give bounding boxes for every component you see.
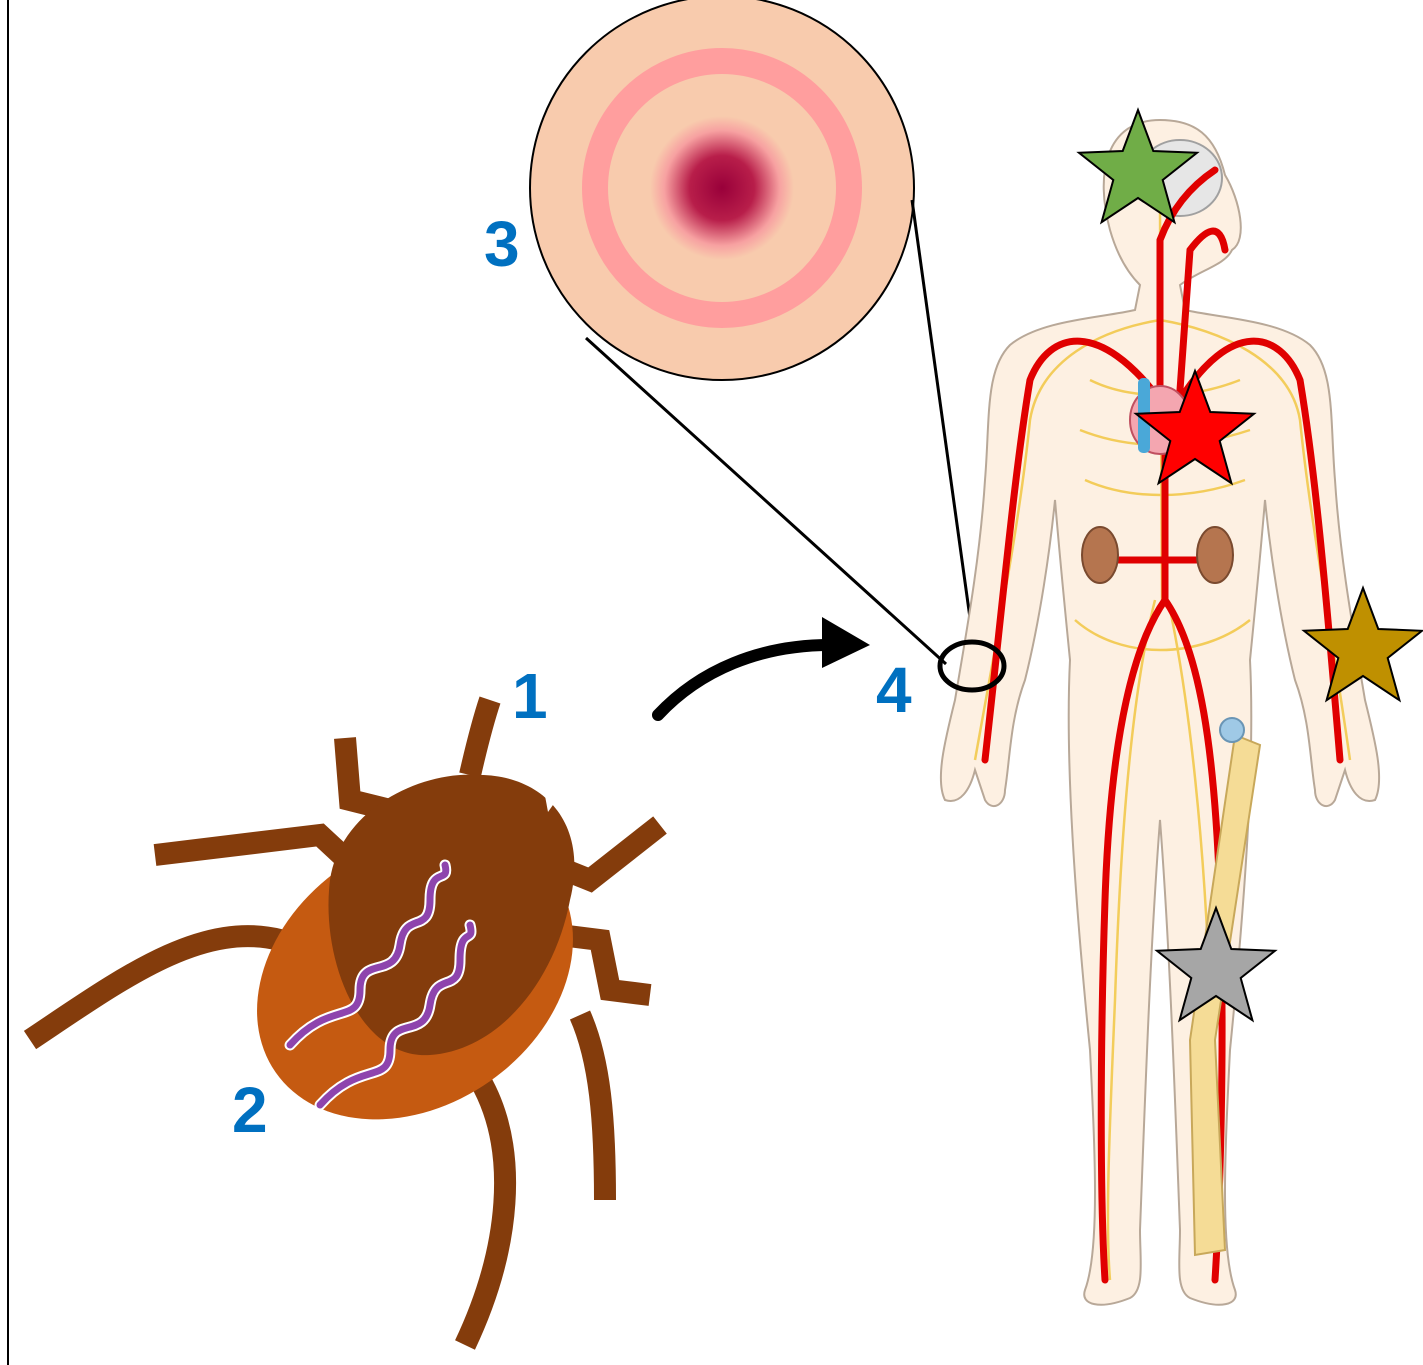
- label-bullseye-rash: 3: [484, 208, 520, 280]
- zoom-line-right: [912, 200, 975, 654]
- zoom-line-left: [586, 338, 946, 664]
- rash-center: [650, 116, 794, 260]
- kidney-left: [1082, 527, 1118, 583]
- kidney-right: [1197, 527, 1233, 583]
- label-bite-site: 4: [876, 654, 912, 726]
- human-circulatory-body-icon: [941, 120, 1379, 1305]
- tick-icon: [30, 700, 660, 1345]
- hip-joint: [1220, 718, 1244, 742]
- curved-arrow-icon: [658, 617, 870, 715]
- bullseye-rash-icon: [530, 0, 914, 380]
- label-tick-mouthparts: 1: [512, 660, 548, 732]
- label-spirochetes: 2: [232, 1074, 268, 1146]
